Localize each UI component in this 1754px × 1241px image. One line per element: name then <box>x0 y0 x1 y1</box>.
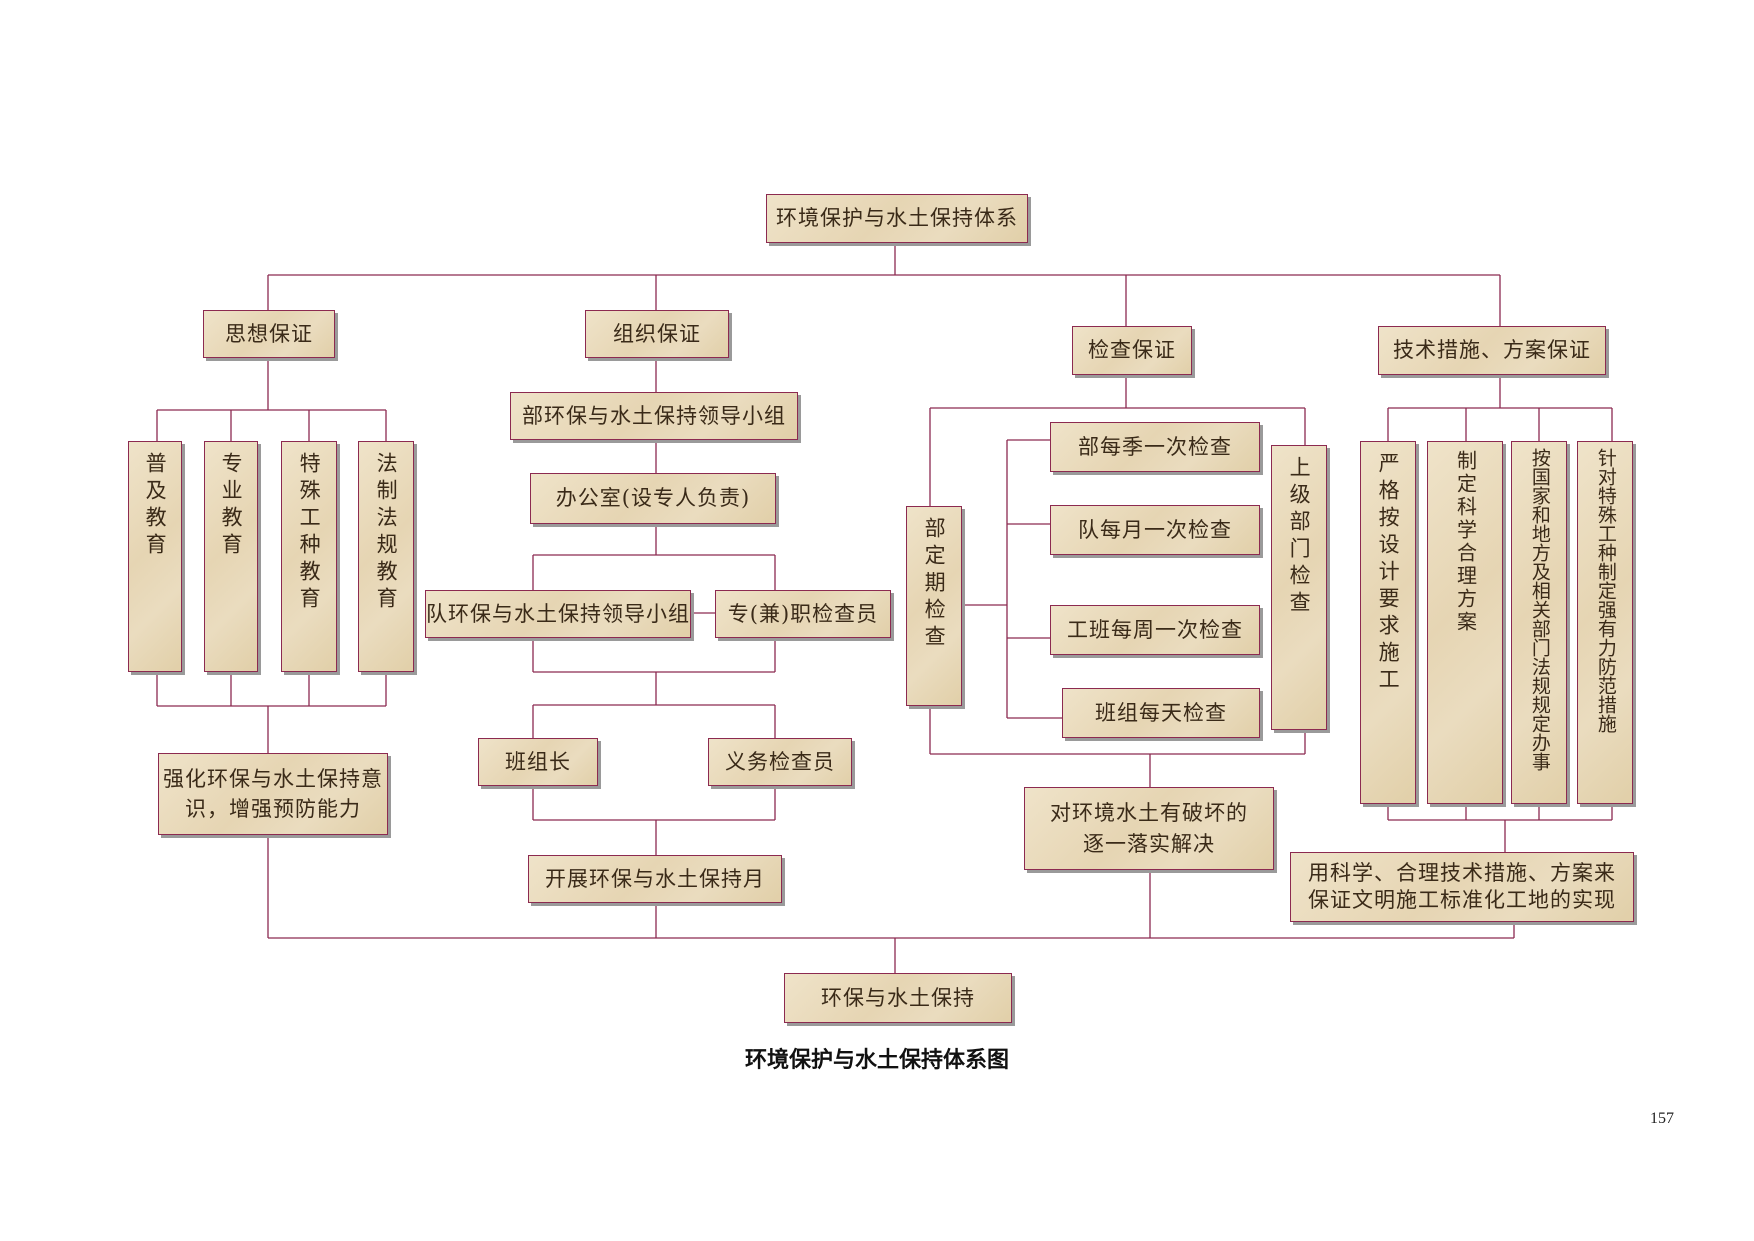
technical-item-site-layout: 制定科学合理方案 <box>1427 441 1503 804</box>
office-label: 办公室(设专人负责) <box>555 486 751 511</box>
superior-inspection-box: 上级部门检查 <box>1271 445 1327 730</box>
technical-item-special-trade-measures: 针对特殊工种制定强有力防范措施 <box>1577 441 1633 804</box>
thought-guarantee-label: 思想保证 <box>225 321 313 346</box>
technical-item-label: 严格按设计要求施工 <box>1376 452 1401 695</box>
technical-item-label: 按国家和地方及相关部门法规规定办事 <box>1528 448 1551 771</box>
team-group-label: 队环保与水土保持领导小组 <box>426 601 690 626</box>
daily-inspection-label: 班组每天检查 <box>1095 700 1227 725</box>
technical-guarantee-label: 技术措施、方案保证 <box>1393 338 1591 363</box>
thought-item-professional-education: 专业教育 <box>204 441 258 672</box>
weekly-inspection-box: 工班每周一次检查 <box>1050 605 1260 655</box>
leading-group-label: 部环保与水土保持领导小组 <box>522 403 786 428</box>
thought-guarantee-box: 思想保证 <box>203 310 335 358</box>
squad-leader-label: 班组长 <box>505 749 571 774</box>
organization-guarantee-box: 组织保证 <box>585 310 729 358</box>
inspection-result-box: 对环境水土有破坏的 逐一落实解决 <box>1024 787 1274 870</box>
technical-item-label: 针对特殊工种制定强有力防范措施 <box>1594 448 1617 733</box>
quarterly-inspection-label: 部每季一次检查 <box>1078 434 1232 459</box>
leading-group-box: 部环保与水土保持领导小组 <box>510 392 798 440</box>
monthly-inspection-label: 队每月一次检查 <box>1078 517 1232 542</box>
technical-item-regulations: 按国家和地方及相关部门法规规定办事 <box>1511 441 1567 804</box>
technical-item-label: 制定科学合理方案 <box>1453 450 1478 634</box>
superior-inspection-label: 上级部门检查 <box>1287 456 1312 618</box>
volunteer-inspector-label: 义务检查员 <box>725 749 835 774</box>
inspection-guarantee-label: 检查保证 <box>1088 338 1176 363</box>
inspector-label: 专(兼)职检查员 <box>727 601 879 626</box>
regular-inspection-label: 部定期检查 <box>922 517 947 652</box>
thought-item-popular-education: 普及教育 <box>128 441 182 672</box>
squad-leader-box: 班组长 <box>478 738 598 786</box>
organization-guarantee-label: 组织保证 <box>613 321 701 346</box>
diagram-caption: 环境保护与水土保持体系图 <box>744 1048 1009 1073</box>
technical-item-design-compliance: 严格按设计要求施工 <box>1360 441 1416 804</box>
root-label: 环境保护与水土保持体系 <box>776 206 1018 231</box>
technical-guarantee-box: 技术措施、方案保证 <box>1378 326 1606 375</box>
thought-item-label: 法制法规教育 <box>374 452 399 614</box>
office-box: 办公室(设专人负责) <box>530 473 776 524</box>
inspection-guarantee-box: 检查保证 <box>1072 326 1192 375</box>
technical-result-label: 用科学、合理技术措施、方案来 保证文明施工标准化工地的实现 <box>1308 860 1616 912</box>
protection-month-label: 开展环保与水土保持月 <box>545 866 765 891</box>
technical-result-box: 用科学、合理技术措施、方案来 保证文明施工标准化工地的实现 <box>1290 852 1634 922</box>
protection-month-box: 开展环保与水土保持月 <box>528 855 782 903</box>
inspection-result-label: 对环境水土有破坏的 逐一落实解决 <box>1050 801 1248 856</box>
thought-result-box: 强化环保与水土保持意 识，增强预防能力 <box>158 753 388 835</box>
quarterly-inspection-box: 部每季一次检查 <box>1050 422 1260 472</box>
team-group-box: 队环保与水土保持领导小组 <box>425 590 691 638</box>
page-number: 157 <box>1650 1110 1674 1127</box>
final-label: 环保与水土保持 <box>821 985 975 1010</box>
thought-item-label: 特殊工种教育 <box>297 452 322 614</box>
final-box: 环保与水土保持 <box>784 973 1012 1023</box>
daily-inspection-box: 班组每天检查 <box>1062 688 1260 738</box>
thought-result-label: 强化环保与水土保持意 识，增强预防能力 <box>163 766 383 821</box>
regular-inspection-box: 部定期检查 <box>906 506 962 706</box>
thought-item-special-trade-education: 特殊工种教育 <box>281 441 337 672</box>
volunteer-inspector-box: 义务检查员 <box>708 738 852 786</box>
thought-item-label: 专业教育 <box>219 452 244 560</box>
monthly-inspection-box: 队每月一次检查 <box>1050 505 1260 555</box>
thought-item-legal-education: 法制法规教育 <box>358 441 414 672</box>
inspector-box: 专(兼)职检查员 <box>715 590 891 638</box>
weekly-inspection-label: 工班每周一次检查 <box>1067 617 1243 642</box>
thought-item-label: 普及教育 <box>143 452 168 560</box>
root-box: 环境保护与水土保持体系 <box>766 194 1028 243</box>
